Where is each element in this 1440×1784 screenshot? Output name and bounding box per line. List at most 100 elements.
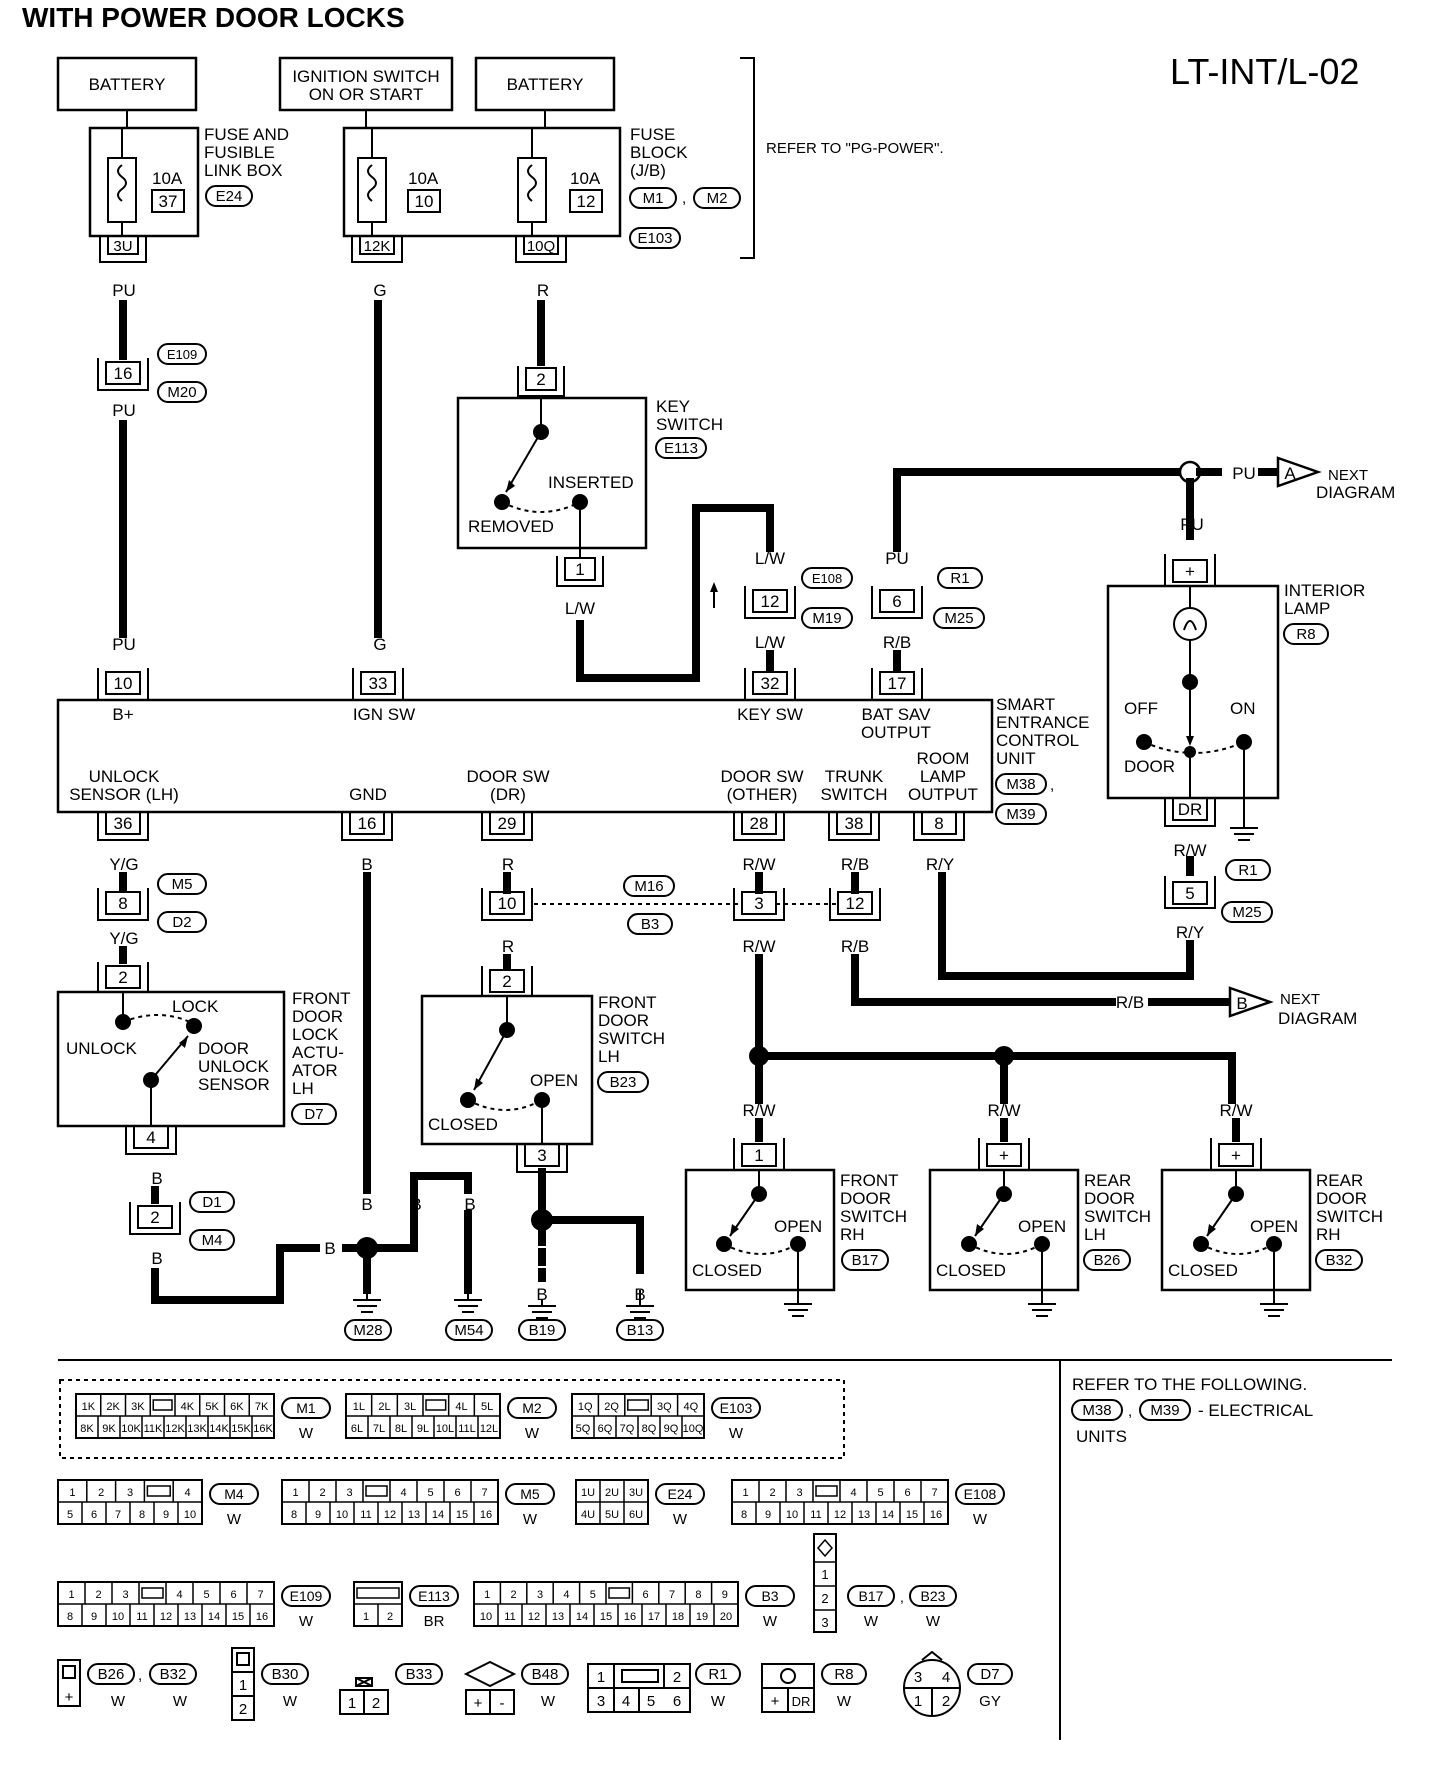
legend-e24-color: W [673,1511,688,1528]
legend-e109-pin: 2 [95,1589,101,1601]
legend-m2-pin: 1L [353,1401,365,1413]
legend-b30: B30 [272,1666,299,1683]
ground-b19-b13-icons [528,1290,654,1319]
actuator-title-6: LH [292,1079,314,1098]
legend-m4-id: M4 [224,1486,244,1502]
scu-pin-16: 16 [358,814,377,833]
legend-m5-pin: 14 [432,1509,444,1521]
smart-entrance-control-unit [56,698,994,814]
legend-m5-pin: 4 [400,1487,406,1499]
wire-label-pu-lamp: PU [1180,515,1204,534]
legend-e109-pin: 8 [67,1611,73,1623]
legend-b3-pin: 20 [720,1611,732,1623]
ground-b19: B19 [529,1322,556,1339]
legend-e108-pin: 6 [904,1487,910,1499]
legend-e109-pin: 14 [208,1611,220,1623]
scu-pin-17: 17 [888,674,907,693]
legend-m2-pin: 10L [436,1423,454,1435]
legend-m5-pin: 12 [384,1509,396,1521]
legend-m1-pin: 14K [209,1423,229,1435]
legend-b3-pin: 8 [695,1589,701,1601]
legend-e109-pin: 3 [122,1589,128,1601]
scu-title-4: UNIT [996,749,1036,768]
arrow-a-next-1: NEXT [1328,467,1368,484]
scu-label-trunk-1: TRUNK [825,767,884,786]
pin-b3-12: 12 [846,894,865,913]
scu-pin-32: 32 [761,674,780,693]
scu-label-key-sw: KEY SW [737,705,803,724]
legend-e103-color: W [729,1425,744,1442]
legend-e108-pin: 8 [741,1509,747,1521]
rlh-title-1: REAR [1084,1171,1131,1190]
connector-b3: B3 [641,916,659,933]
battery-1-label: BATTERY [89,75,166,94]
legend-b3-pin: 13 [552,1611,564,1623]
scu-label-room-3: OUTPUT [908,785,978,804]
svg-text:,: , [682,190,686,207]
legend-e103-id: E103 [720,1400,753,1416]
pin-b3-10: 10 [498,894,517,913]
connector-b32: B32 [1326,1252,1353,1269]
actuator-title-1: FRONT [292,989,351,1008]
legend-e109-pin: 11 [136,1611,147,1623]
actuator-sensor-2: UNLOCK [198,1057,270,1076]
pin-b32-plus: + [1231,1146,1241,1165]
legend-r8-plus: + [771,1693,780,1710]
scu-pin-29: 29 [498,814,517,833]
ground-m28: M28 [353,1322,382,1339]
legend-m2-pin: 12L [480,1423,498,1435]
svg-text:,: , [900,1589,904,1605]
fuse-block-label-1: FUSE [630,125,675,144]
arrow-b-icon [1228,986,1274,1018]
legend-m39: M39 [1150,1402,1179,1419]
diagram-id: LT-INT/L-02 [1170,51,1359,92]
legend-m5-color: W [523,1511,538,1528]
svg-text:,: , [1050,777,1054,794]
wire-label-g-2: G [373,635,386,654]
flh-closed: CLOSED [428,1115,498,1134]
legend-b17-pin: 2 [821,1591,828,1606]
wire-label-yg: Y/G [109,855,138,874]
connector-m1: M1 [643,190,664,207]
wire-label-r-dr: R [502,855,514,874]
legend-m5-pin: 9 [315,1509,321,1521]
legend-m5-pin: 3 [346,1487,352,1499]
actuator-title-2: DOOR [292,1007,343,1026]
legend-m1-pin: 13K [187,1423,207,1435]
wire-label-b-d1-2: B [151,1249,162,1268]
scu-label-unlock-2: SENSOR (LH) [69,785,179,804]
flh-open: OPEN [530,1071,578,1090]
legend-b3-id: B3 [761,1588,778,1604]
legend-e108-pin: 15 [906,1509,918,1521]
fuse-block-label-2: BLOCK [630,143,688,162]
wire-label-b-m54: B [410,1195,421,1214]
wire-label-rw-rlh: R/W [987,1101,1020,1120]
legend-b33-pin2: 2 [372,1695,380,1712]
legend-b3-pin: 16 [624,1611,636,1623]
flh-title-2: DOOR [598,1011,649,1030]
legend-e113-pin: 1 [363,1611,369,1623]
fuse-37-amp: 10A [152,169,183,188]
legend-b48-color: W [541,1693,556,1710]
legend-dashed-group [59,1379,845,1459]
legend-m2-pin: 4L [455,1401,467,1413]
fuse-link-box-label-1: FUSE AND [204,125,289,144]
legend-m5-pin: 16 [480,1509,492,1521]
key-switch-box [456,396,648,550]
legend-e108-pin: 5 [877,1487,883,1499]
legend-e103-pin: 8Q [642,1423,657,1435]
terminal-3u: 3U [113,238,132,255]
legend-e108-pin: 7 [931,1487,937,1499]
scu-label-b-plus: B+ [112,705,133,724]
frh-open: OPEN [774,1217,822,1236]
rrh-title-2: DOOR [1316,1189,1367,1208]
legend-d7: D7 [980,1666,999,1683]
legend-e103-pin: 4Q [683,1401,698,1413]
legend-b3-pin: 11 [504,1611,515,1623]
legend-m5-id: M5 [520,1486,540,1502]
legend-m1-pin: 8K [80,1423,94,1435]
legend-e103-pin: 3Q [657,1401,672,1413]
legend-b17-id: B17 [859,1588,884,1604]
